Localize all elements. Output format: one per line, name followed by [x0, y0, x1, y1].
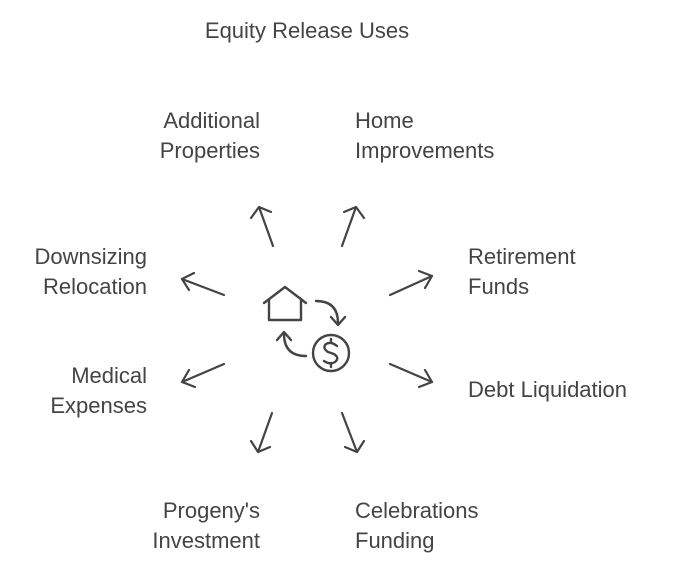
- arrow-to-downsizing-relocation: [180, 271, 226, 297]
- node-home-improvements: Home Improvements: [355, 106, 494, 166]
- node-retirement-funds-line1: Retirement: [468, 244, 576, 269]
- arrow-to-retirement-funds: [388, 269, 434, 297]
- arrow-to-additional-properties: [249, 205, 275, 248]
- node-downsizing-relocation-line1: Downsizing: [34, 244, 148, 269]
- node-celebrations-funding: Celebrations Funding: [355, 496, 479, 556]
- node-progenys-investment-line1: Progeny's: [162, 498, 260, 523]
- node-celebrations-funding-line2: Funding: [355, 528, 435, 553]
- arrow-to-home-improvements: [340, 205, 366, 248]
- node-retirement-funds: Retirement Funds: [468, 242, 576, 302]
- node-celebrations-funding-line1: Celebrations: [355, 498, 479, 523]
- node-medical-expenses: Medical Expenses: [0, 361, 147, 421]
- house-icon: [262, 285, 308, 322]
- arrow-to-medical-expenses: [180, 362, 226, 389]
- arrow-to-celebrations-funding: [340, 411, 366, 454]
- node-home-improvements-line2: Improvements: [355, 138, 495, 163]
- node-medical-expenses-line2: Expenses: [50, 393, 147, 418]
- arrow-to-debt-liquidation: [388, 362, 434, 389]
- arrow-to-progenys-investment: [249, 411, 274, 454]
- node-debt-liquidation-line1: Debt Liquidation: [468, 377, 628, 402]
- node-retirement-funds-line2: Funds: [468, 274, 530, 299]
- node-downsizing-relocation-line2: Relocation: [43, 274, 147, 299]
- node-additional-properties-line1: Additional: [163, 108, 260, 133]
- node-progenys-investment: Progeny's Investment: [100, 496, 260, 556]
- diagram-title: Equity Release Uses: [204, 18, 410, 43]
- node-debt-liquidation: Debt Liquidation: [468, 375, 627, 405]
- node-additional-properties-line2: Properties: [159, 138, 260, 163]
- cycle-arrow-top-icon: [314, 299, 347, 327]
- node-progenys-investment-line2: Investment: [152, 528, 260, 553]
- node-home-improvements-line1: Home: [355, 108, 414, 133]
- cycle-arrow-bottom-icon: [275, 330, 308, 358]
- node-medical-expenses-line1: Medical: [71, 363, 147, 388]
- node-downsizing-relocation: Downsizing Relocation: [0, 242, 148, 302]
- node-additional-properties: Additional Properties: [100, 106, 260, 166]
- dollar-coin-icon: [311, 333, 351, 373]
